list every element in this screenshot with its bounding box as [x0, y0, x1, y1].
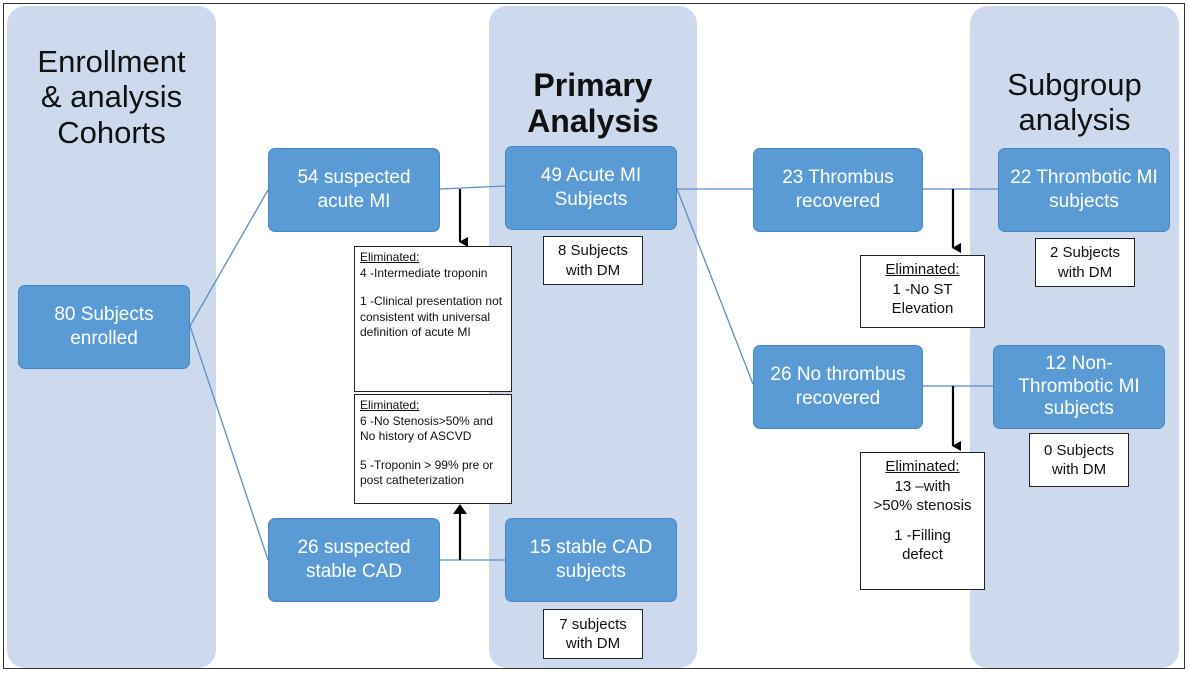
eliminated-cad-box: Eliminated: 6 -No Stenosis>50% and No hi…	[354, 394, 512, 504]
eliminated-heading: Eliminated:	[360, 250, 420, 264]
acute-mi-dm-note: 8 Subjects with DM	[543, 236, 643, 285]
eliminated-heading: Eliminated:	[885, 261, 960, 278]
connector-acute-mi-to-no-thrombus	[676, 188, 754, 385]
eliminated-heading: Eliminated:	[360, 398, 420, 412]
eliminated-no-thrombus-box: Eliminated: 13 –with >50% stenosis 1 -Fi…	[860, 452, 985, 590]
no-thrombus-recovered-box: 26 No thrombus recovered	[753, 345, 923, 429]
eliminated-item: 1 -Filling defect	[894, 526, 951, 564]
primary-analysis-column-title: Primary Analysis	[527, 67, 659, 140]
eliminated-item: 6 -No Stenosis>50% and No history of ASC…	[360, 413, 494, 444]
eliminated-heading: Eliminated:	[885, 458, 960, 475]
non-thrombotic-mi-subjects-box: 12 Non- Thrombotic MI subjects	[993, 345, 1165, 429]
connector-enrolled-to-cad	[189, 325, 269, 561]
eliminated-item: 1 -No ST Elevation	[891, 280, 954, 318]
thrombotic-mi-subjects-box: 22 Thrombotic MI subjects	[998, 148, 1170, 232]
acute-mi-subjects-box: 49 Acute MI Subjects	[505, 146, 677, 230]
subgroup-analysis-column-title: Subgroup analysis	[1007, 67, 1142, 138]
suspected-acute-mi-box: 54 suspected acute MI	[268, 148, 440, 232]
connector-enrolled-to-mi	[189, 189, 269, 327]
thrombotic-mi-dm-note: 2 Subjects with DM	[1035, 238, 1135, 287]
eliminated-item: 13 –with >50% stenosis	[873, 477, 972, 515]
enrolled-subjects-box: 80 Subjects enrolled	[18, 285, 190, 369]
connector-mi-to-acute-mi	[439, 185, 506, 190]
suspected-stable-cad-box: 26 suspected stable CAD	[268, 518, 440, 602]
arrowhead-up-icon	[453, 504, 467, 514]
eliminated-item: 1 -Clinical presentation not consistent …	[360, 294, 503, 340]
stable-cad-subjects-box: 15 stable CAD subjects	[505, 518, 677, 602]
eliminated-item: 4 -Intermediate troponin	[360, 265, 488, 280]
eliminated-mi-box: Eliminated: 4 -Intermediate troponin 1 -…	[354, 246, 512, 392]
eliminated-item: 5 -Troponin > 99% pre or post catheteriz…	[360, 457, 494, 488]
stable-cad-dm-note: 7 subjects with DM	[543, 609, 643, 659]
thrombus-recovered-box: 23 Thrombus recovered	[753, 148, 923, 232]
subgroup-analysis-column	[970, 6, 1179, 668]
eliminated-thrombus-box: Eliminated: 1 -No ST Elevation	[860, 255, 985, 328]
enrollment-column-title: Enrollment & analysis Cohorts	[37, 44, 186, 150]
figure-frame	[3, 3, 1185, 669]
non-thrombotic-mi-dm-note: 0 Subjects with DM	[1029, 433, 1129, 487]
